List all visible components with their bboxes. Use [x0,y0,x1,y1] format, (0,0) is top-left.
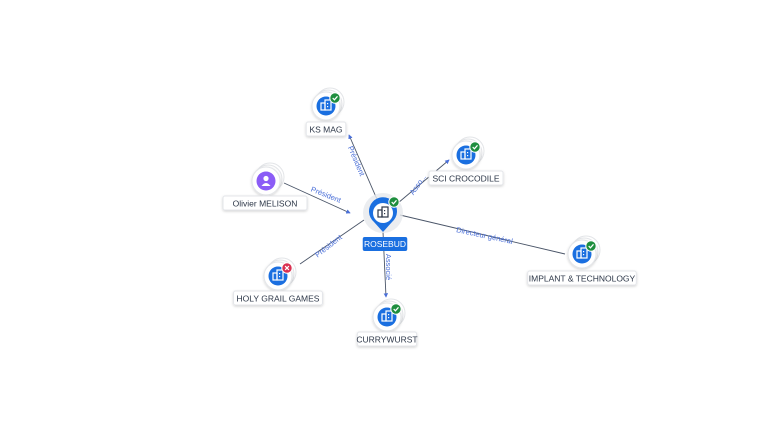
relation-label: Président [313,232,344,259]
node-ks-mag[interactable]: KS MAG [305,87,347,137]
relation-label: Directeur général [455,225,513,246]
relation-label: Président [346,145,367,179]
check-badge-icon [390,303,402,315]
node-currywurst[interactable]: CURRYWURST [356,298,418,347]
check-badge-icon [329,92,341,104]
node-label: CURRYWURST [356,335,417,345]
node-label: KS MAG [309,125,342,135]
edge-implant-technology: Directeur général [399,214,566,255]
building-icon [381,310,393,322]
center-label: ROSEBUD [364,239,406,249]
node-label: SCI CROCODILE [432,174,499,184]
check-badge-icon [388,196,400,208]
node-implant-technology[interactable]: IMPLANT & TECHNOLOGY [527,235,637,286]
node-label: Olivier MELISON [233,199,298,209]
edge-holy-grail-games: Président [299,219,365,265]
building-icon [576,247,588,259]
check-badge-icon [585,240,597,252]
check-badge-icon [469,141,481,153]
cross-badge-icon [281,262,293,274]
node-olivier-melison[interactable]: Olivier MELISON [222,162,308,211]
building-icon [320,99,332,111]
relation-label: Associé [384,254,393,280]
node-holy-grail-games[interactable]: HOLY GRAIL GAMES [233,257,323,306]
node-center[interactable]: ROSEBUD [362,193,408,251]
building-icon [377,206,389,218]
node-sci-crocodile[interactable]: SCI CROCODILE [428,136,504,186]
relation-label: Asso... [408,173,429,197]
building-icon [460,148,472,160]
building-icon [272,269,284,281]
node-label: IMPLANT & TECHNOLOGY [529,274,636,284]
person-icon [261,175,271,186]
node-label: HOLY GRAIL GAMES [237,294,320,304]
